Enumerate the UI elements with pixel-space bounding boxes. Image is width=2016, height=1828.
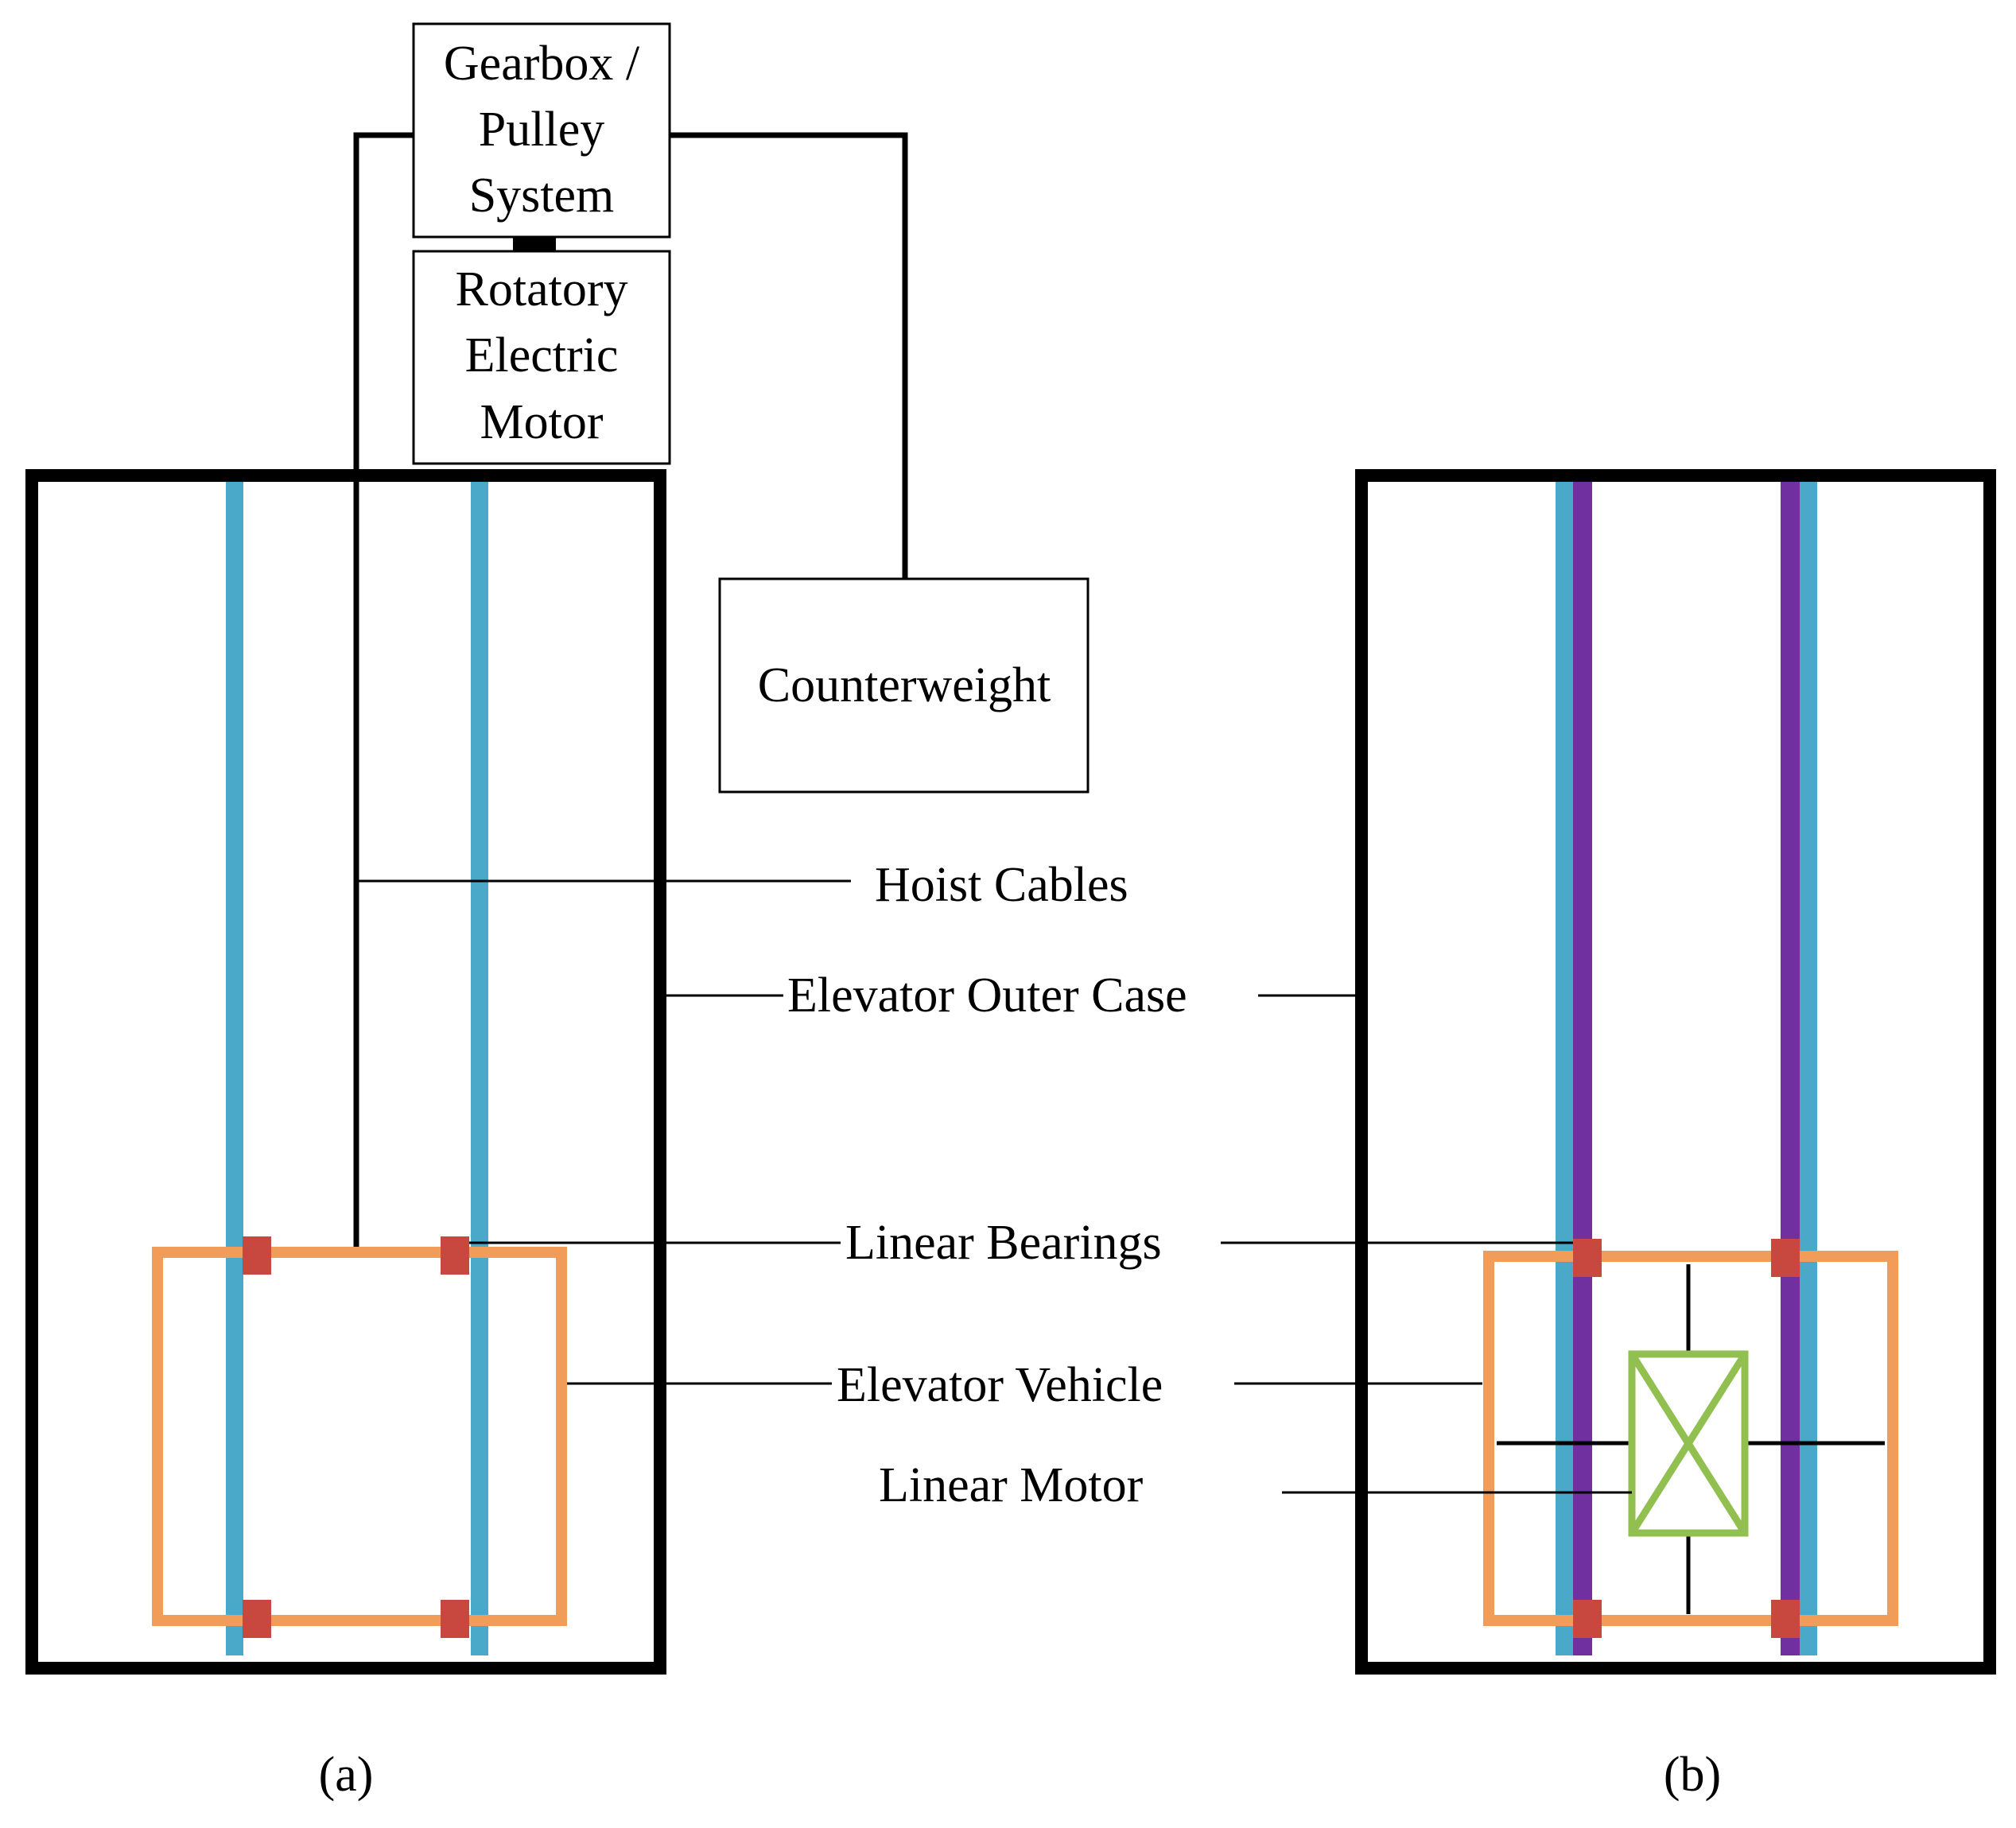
hoist-cable-car-side bbox=[353, 132, 414, 1252]
rotatory-electric-motor: Rotatory Electric Motor bbox=[412, 250, 671, 465]
elevator-vehicle-b bbox=[1483, 1251, 1898, 1626]
counterweight: Counterweight bbox=[718, 577, 1090, 794]
hoist-cable-counterweight-side bbox=[670, 132, 908, 579]
linear-bearing-a-bottom-right bbox=[441, 1600, 469, 1638]
caption-b: (b) bbox=[1664, 1748, 1721, 1802]
gearbox-label-line-1: Gearbox / bbox=[444, 37, 640, 91]
label-linear-bearings: Linear Bearings bbox=[845, 1216, 1162, 1270]
caption-a: (a) bbox=[319, 1748, 374, 1802]
panel-b bbox=[1355, 469, 1996, 1675]
label-elevator-outer-case: Elevator Outer Case bbox=[787, 968, 1187, 1023]
guide-rail-right-a bbox=[471, 481, 488, 1655]
linear-motor-rail-right bbox=[1781, 481, 1800, 1655]
linear-bearing-b-bottom-left bbox=[1573, 1600, 1602, 1638]
linear-motor bbox=[1628, 1350, 1749, 1537]
linear-bearing-a-top-right bbox=[441, 1236, 469, 1275]
motor-label-line-3: Motor bbox=[480, 395, 604, 449]
linear-bearing-b-bottom-right bbox=[1771, 1600, 1800, 1638]
gearbox-pulley-system: Gearbox / Pulley System bbox=[412, 22, 671, 239]
label-elevator-vehicle: Elevator Vehicle bbox=[837, 1358, 1163, 1412]
elevator-outer-case-a bbox=[25, 469, 666, 1675]
motor-label-line-1: Rotatory bbox=[456, 262, 628, 316]
motor-shaft-coupling bbox=[513, 237, 556, 251]
panel-a bbox=[25, 132, 666, 1675]
gearbox-label-line-3: System bbox=[469, 169, 615, 223]
counterweight-label: Counterweight bbox=[758, 658, 1051, 712]
label-linear-motor: Linear Motor bbox=[879, 1458, 1144, 1512]
elevator-outer-case-b bbox=[1355, 469, 1996, 1675]
linear-bearing-b-top-right bbox=[1771, 1239, 1800, 1277]
elevator-vehicle-a bbox=[152, 1247, 567, 1626]
callouts: Hoist Cables Elevator Outer Case Linear … bbox=[358, 858, 1632, 1512]
guide-rail-right-b bbox=[1800, 481, 1817, 1655]
linear-bearing-a-top-left bbox=[243, 1236, 271, 1275]
gearbox-label-line-2: Pulley bbox=[479, 103, 604, 157]
motor-label-line-2: Electric bbox=[465, 328, 619, 382]
linear-bearing-a-bottom-left bbox=[243, 1600, 271, 1638]
label-hoist-cables: Hoist Cables bbox=[875, 858, 1128, 912]
linear-motor-rail-left bbox=[1573, 481, 1592, 1655]
linear-bearing-b-top-left bbox=[1573, 1239, 1602, 1277]
guide-rail-left-b bbox=[1556, 481, 1573, 1655]
guide-rail-left-a bbox=[226, 481, 243, 1655]
